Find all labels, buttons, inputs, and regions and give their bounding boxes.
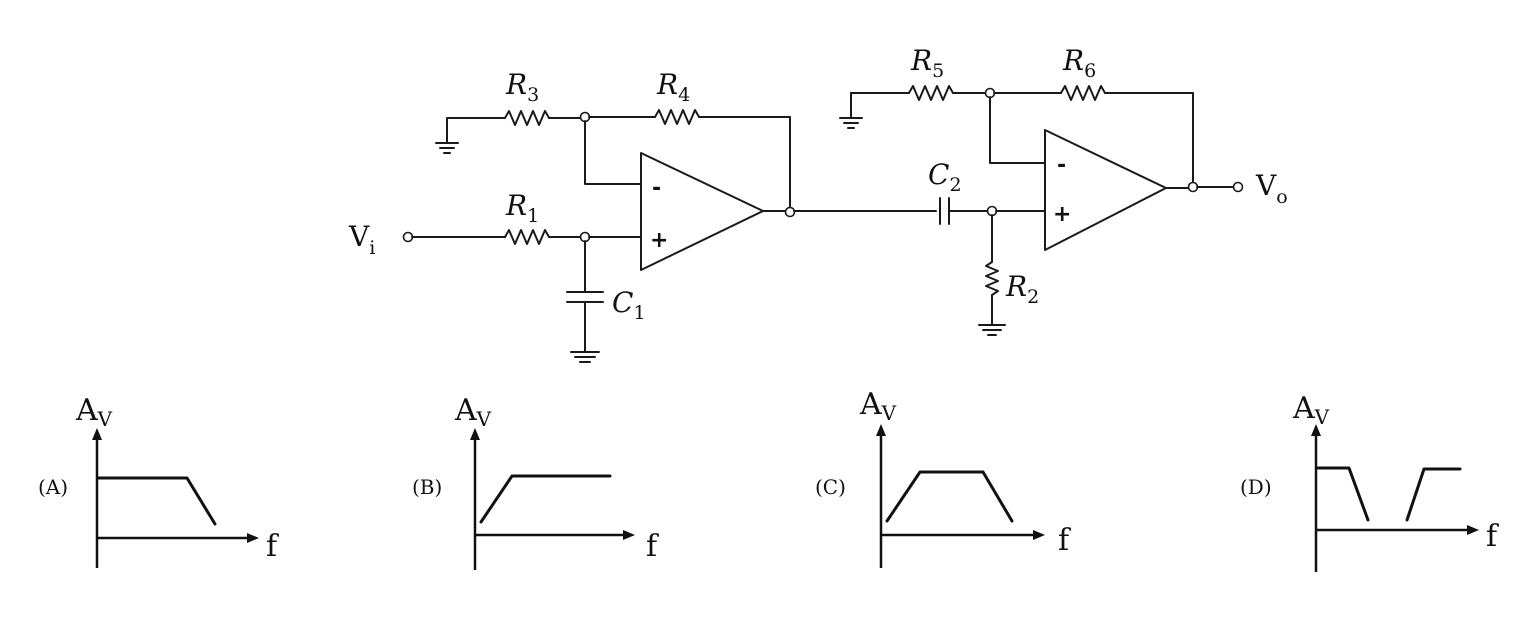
op-amp-1 bbox=[640, 152, 764, 271]
option-c-y-label: AV bbox=[859, 387, 897, 425]
option-b-y-arrow bbox=[470, 428, 480, 440]
resistor-r2 bbox=[985, 261, 999, 296]
option-c-response-curve bbox=[885, 470, 1014, 523]
r6-label: R6 bbox=[1062, 44, 1096, 82]
resistor-r3 bbox=[504, 110, 550, 126]
op-amp-1-plus: + bbox=[650, 228, 668, 253]
r2-label: R2 bbox=[1005, 270, 1039, 308]
r3-label: R3 bbox=[505, 68, 539, 106]
option-d-label: (D) bbox=[1240, 475, 1272, 499]
wire-ground-r3 bbox=[446, 117, 506, 144]
ground-r3 bbox=[435, 142, 459, 154]
resistor-r4 bbox=[654, 109, 700, 125]
option-b[interactable]: (B) AV f bbox=[412, 393, 659, 570]
ground-c1 bbox=[570, 351, 600, 363]
option-a-x-label: f bbox=[266, 529, 279, 564]
option-a-response-curve bbox=[96, 476, 217, 526]
option-d-x-arrow bbox=[1467, 525, 1479, 535]
wire-node-minus-1 bbox=[584, 120, 642, 185]
option-c-label: (C) bbox=[815, 475, 846, 499]
option-b-label: (B) bbox=[412, 475, 442, 499]
ground-r2 bbox=[978, 324, 1006, 336]
op-amp-2-plus: + bbox=[1053, 202, 1071, 227]
option-a-y-label: AV bbox=[75, 393, 113, 431]
wire-ground-r5 bbox=[850, 92, 910, 119]
option-d-y-label: AV bbox=[1292, 391, 1330, 429]
option-a[interactable]: (A) AV f bbox=[38, 393, 279, 568]
option-d-y-arrow bbox=[1311, 424, 1321, 436]
option-d-x-label: f bbox=[1486, 519, 1499, 554]
r5-label: R5 bbox=[910, 44, 944, 82]
option-d-response-curve-high bbox=[1405, 467, 1462, 522]
output-label: Vo bbox=[1255, 169, 1288, 208]
option-b-x-label: f bbox=[646, 529, 659, 564]
c1-label: C1 bbox=[612, 286, 646, 324]
node-out-1 bbox=[784, 206, 796, 218]
option-b-response-curve bbox=[479, 474, 612, 524]
option-c-x-label: f bbox=[1058, 523, 1071, 558]
r1-label: R1 bbox=[505, 189, 539, 227]
c2-label: C2 bbox=[928, 158, 962, 196]
option-a-x-arrow bbox=[247, 533, 259, 543]
wire-r4-output bbox=[698, 116, 791, 209]
option-a-label: (A) bbox=[38, 475, 68, 499]
option-d[interactable]: (D) AV f bbox=[1240, 391, 1499, 572]
op-amp-2-minus: - bbox=[1057, 153, 1066, 178]
output-terminal bbox=[1232, 181, 1244, 193]
option-a-y-arrow bbox=[92, 428, 102, 440]
input-label: Vi bbox=[348, 220, 375, 259]
stage-2: C2 R2 - + R5 R6 V bbox=[793, 44, 1288, 336]
wire-node-minus-2 bbox=[989, 96, 1046, 164]
op-amp-1-minus: - bbox=[652, 176, 661, 201]
r4-label: R4 bbox=[656, 68, 690, 106]
resistor-r6 bbox=[1060, 85, 1106, 101]
option-b-y-label: AV bbox=[454, 393, 492, 431]
wire-r6-output bbox=[1104, 92, 1194, 184]
option-b-x-arrow bbox=[623, 530, 635, 540]
resistor-r5 bbox=[908, 85, 954, 101]
capacitor-c1 bbox=[566, 291, 604, 303]
stage-1: - + Vi R1 C1 R3 R4 bbox=[348, 68, 796, 363]
op-amp-2 bbox=[1044, 129, 1167, 251]
ground-r5 bbox=[839, 117, 863, 129]
option-c-y-arrow bbox=[876, 424, 886, 436]
option-d-response-curve-low bbox=[1316, 466, 1370, 522]
option-c-x-arrow bbox=[1033, 530, 1045, 540]
capacitor-c2 bbox=[939, 197, 950, 225]
resistor-r1 bbox=[504, 229, 550, 245]
option-c[interactable]: (C) AV f bbox=[815, 387, 1071, 568]
